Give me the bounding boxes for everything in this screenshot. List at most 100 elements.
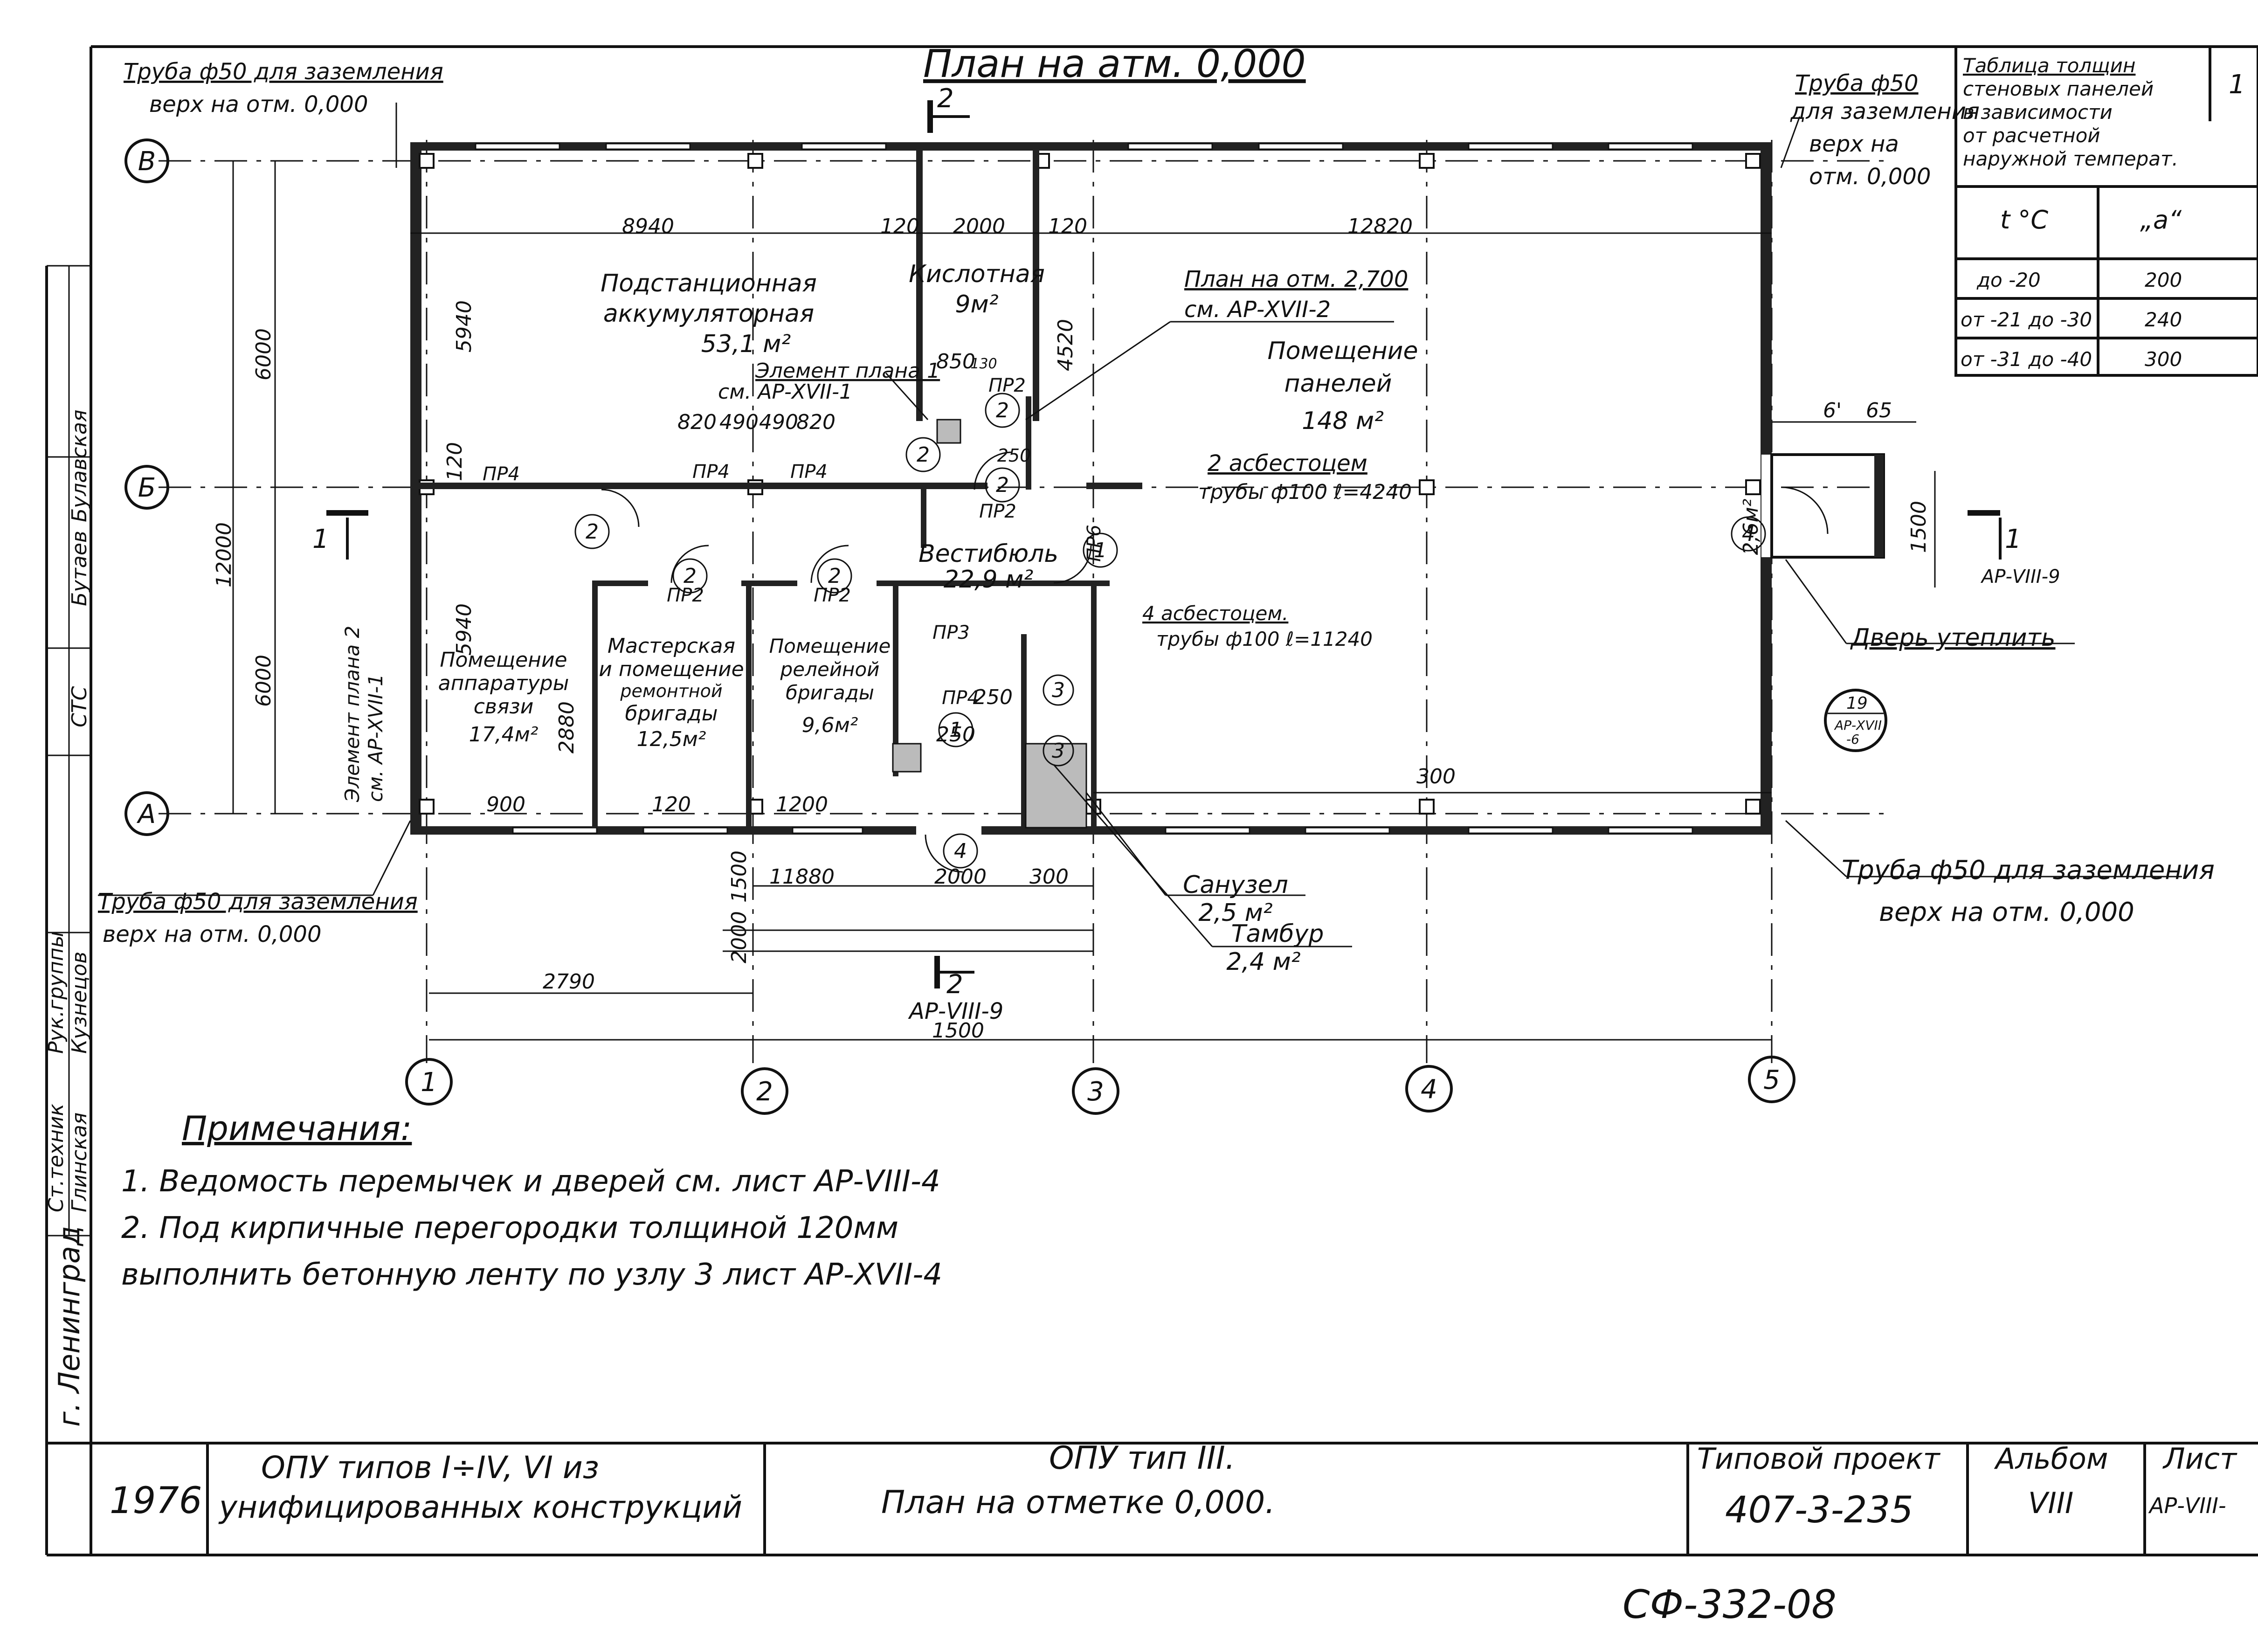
pipe-top-right-2: для заземления — [1790, 98, 1980, 124]
tb-sheet-label: Лист — [2162, 1442, 2237, 1476]
axis-col-1: 1 — [421, 1067, 437, 1098]
pipe-top-right-1: Труба ф50 — [1795, 70, 1919, 97]
room-1-name: Подстанционная — [601, 270, 817, 297]
dim-misc-23: 120 — [652, 793, 691, 816]
section-top: 2 — [937, 83, 954, 114]
plan-2700-2: см. АР-XVII-2 — [1184, 297, 1331, 323]
detail-ref-1: 19 — [1846, 694, 1868, 713]
callouts: Труба ф50 для заземления верх на отм. 0,… — [98, 59, 2215, 947]
detail-ref-2: АР-XVII — [1834, 718, 1882, 733]
tb-year: 1976 — [110, 1480, 202, 1522]
door-swings — [601, 451, 1829, 873]
asbest4-2: трубы ф100 ℓ=11240 — [1156, 628, 1373, 650]
room-3-area: 148 м² — [1302, 407, 1384, 435]
door-mark-5: 2 — [996, 399, 1009, 422]
sheet-frame — [45, 45, 2258, 1556]
stamp-role-1: Рук.группы — [44, 932, 68, 1054]
room-6-name-2: и помещение — [599, 657, 744, 681]
room-8-name: Санузел — [1183, 871, 1288, 899]
table-row-2-t: от -21 до -30 — [1961, 308, 2092, 331]
tb-title-2: План на отметке 0,000. — [881, 1484, 1275, 1521]
dim-top-5: 12820 — [1347, 214, 1413, 238]
tb-series-2: унифицированных конструкций — [218, 1489, 742, 1525]
axis-row-1: В — [138, 146, 156, 177]
element1-2: см. АР-XVII-1 — [718, 380, 852, 404]
stamp-name-3: СТС — [68, 686, 91, 727]
axis-row-3: А — [137, 799, 156, 829]
room-6-name: Мастерская — [608, 634, 735, 658]
room-5-name: Помещение — [440, 648, 567, 672]
pipe-top-left-1: Труба ф50 для заземления — [124, 59, 443, 85]
entrance-porch — [1770, 453, 1885, 559]
opening-9: ПР3 — [932, 622, 970, 643]
room-9-name: Тамбур — [1231, 920, 1324, 948]
dim-misc-4: 820 — [677, 410, 717, 434]
dim-misc-25: 1200 — [776, 793, 828, 816]
tb-album-value: VIII — [2028, 1486, 2073, 1520]
dim-misc-46: 300 — [1029, 865, 1069, 889]
section-right-ref: АР-VIII-9 — [1980, 566, 2060, 588]
room-9-area: 2,4 м² — [1226, 948, 1300, 976]
dim-misc-3: 130 — [970, 356, 997, 372]
room-6-area: 12,5м² — [637, 727, 706, 751]
asbest4-1: 4 асбестоцем. — [1142, 602, 1288, 625]
plan-title: План на атм. 0,000 — [923, 42, 1306, 86]
pipe-top-right-4: отм. 0,000 — [1809, 164, 1931, 190]
dim-misc-35: 250 — [974, 685, 1013, 709]
room-5-area: 17,4м² — [469, 723, 539, 747]
door-mark-4: 2 — [917, 443, 930, 467]
dim-misc-43: 2000 — [727, 911, 751, 963]
thickness-table: Таблица толщин стеновых панелей в зависи… — [1954, 45, 2258, 377]
table-title-1: Таблица толщин — [1963, 54, 2135, 77]
detail-ref-3: -6 — [1846, 732, 1859, 747]
room-7-area: 9,6м² — [802, 713, 858, 737]
axis-col-2: 2 — [756, 1077, 773, 1107]
dim-misc-39: 2,6м² — [1739, 499, 1763, 555]
pipe-bottom-right-1: Труба ф50 для заземления — [1842, 855, 2215, 885]
left-stamp: Бутаев Булавская СТС Кузнецов Глинская Р… — [44, 410, 91, 1427]
room-1-area: 53,1 м² — [701, 330, 791, 358]
pipe-bottom-right-2: верх на отм. 0,000 — [1879, 897, 2134, 927]
element2-1: Элемент плана 2 — [341, 626, 364, 802]
dim-misc-44: 11880 — [769, 865, 835, 889]
door-mark-7: 1 — [1094, 539, 1107, 562]
element2-2: см. АР-XVII-1 — [364, 674, 387, 802]
dim-top-2: 120 — [880, 214, 919, 238]
dim-inner-1: 5940 — [452, 300, 476, 353]
door-mark-10: 3 — [1052, 739, 1065, 763]
room-7-name-3: бригады — [786, 681, 874, 704]
axis-col-3: 3 — [1087, 1077, 1104, 1107]
pipe-bottom-left-1: Труба ф50 для заземления — [98, 889, 418, 915]
archive-code: СФ-332-08 — [1623, 1582, 1837, 1627]
door-mark-8: 1 — [949, 718, 962, 742]
door-mark-6: 2 — [996, 473, 1009, 497]
door-mark-12: 4 — [1742, 522, 1755, 546]
tb-project-number: 407-3-235 — [1725, 1489, 1913, 1531]
tb-title-1: ОПУ тип III. — [1049, 1440, 1235, 1477]
tb-sheet-value: АР-VIII- — [2148, 1493, 2226, 1518]
dim-inner-3: 5940 — [452, 603, 476, 656]
axis-row-2: Б — [138, 473, 156, 503]
table-row-2-a: 240 — [2145, 308, 2182, 331]
table-title-2: стеновых панелей — [1963, 77, 2154, 100]
section-right: 1 — [2005, 524, 2022, 554]
dim-misc-40: 1500 — [1907, 501, 1931, 553]
dim-misc-48: 1500 — [932, 1019, 984, 1043]
table-title-3: в зависимости — [1963, 101, 2113, 124]
axis-bubbles: В Б А 1 2 3 4 5 — [124, 138, 1795, 1115]
section-bottom: 2 — [946, 969, 963, 1000]
dim-left-2: 12000 — [212, 522, 236, 588]
dim-misc-34: 250 — [936, 723, 975, 747]
pipe-top-left-2: верх на отм. 0,000 — [149, 91, 368, 118]
room-7-name: Помещение — [769, 635, 891, 657]
dimension-lines — [232, 161, 1936, 1041]
door-mark-2: 2 — [684, 564, 697, 588]
table-row-3-a: 300 — [2145, 348, 2182, 371]
door-mark-11: 4 — [954, 839, 967, 863]
table-index: 1 — [2229, 69, 2245, 100]
table-header-1: t °C — [2000, 205, 2048, 235]
room-6-name-3: ремонтной — [620, 681, 722, 701]
tb-album-label: Альбом — [1994, 1442, 2108, 1476]
dim-misc-2: 850 — [936, 350, 975, 373]
plan-2700-1: План на отм. 2,700 — [1184, 266, 1408, 292]
